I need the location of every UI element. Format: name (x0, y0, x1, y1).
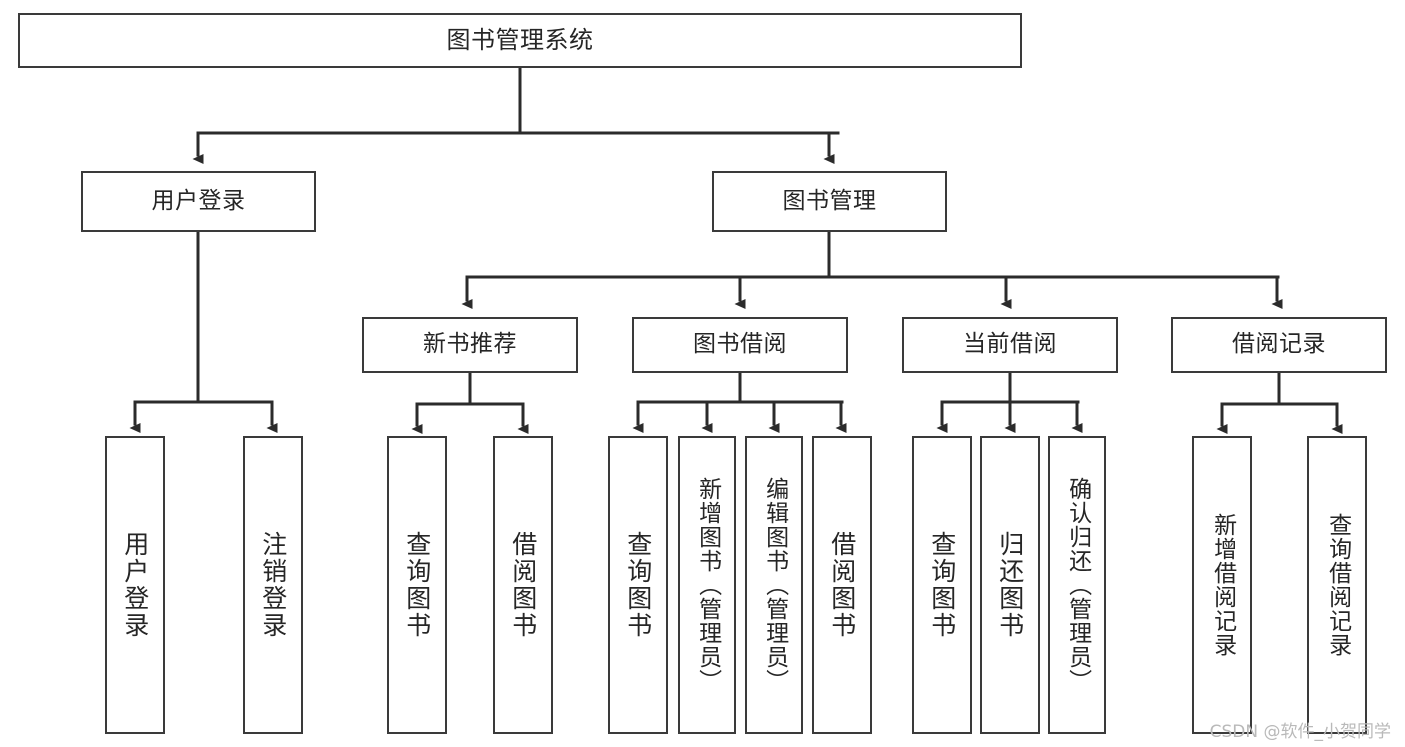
node-current-borrow[interactable]: 当前借阅 (902, 317, 1118, 373)
node-leaf-add-book[interactable]: 新增图书（管理员） (678, 436, 736, 734)
node-root-label: 图书管理系统 (446, 26, 594, 55)
node-leaf-borrow-book-1[interactable]: 借阅图书 (493, 436, 553, 734)
csdn-watermark: CSDN @软件_小贺同学 (1209, 722, 1391, 742)
node-leaf-edit-book[interactable]: 编辑图书（管理员） (745, 436, 803, 734)
node-leaf-return-book[interactable]: 归还图书 (980, 436, 1040, 734)
node-leaf-return-book-label: 归还图书 (995, 531, 1025, 639)
node-leaf-query-book-1-label: 查询图书 (402, 531, 432, 639)
node-user-login[interactable]: 用户登录 (81, 171, 316, 232)
node-root[interactable]: 图书管理系统 (18, 13, 1022, 68)
node-leaf-user-login-label: 用户登录 (120, 531, 150, 639)
node-leaf-edit-book-label: 编辑图书（管理员） (761, 477, 788, 693)
node-leaf-add-record[interactable]: 新增借阅记录 (1192, 436, 1252, 734)
node-leaf-add-book-label: 新增图书（管理员） (694, 477, 721, 693)
node-leaf-query-book-2[interactable]: 查询图书 (608, 436, 668, 734)
node-new-book-recommend[interactable]: 新书推荐 (362, 317, 578, 373)
node-leaf-logout[interactable]: 注销登录 (243, 436, 303, 734)
node-leaf-query-book-2-label: 查询图书 (623, 531, 653, 639)
node-leaf-confirm-return[interactable]: 确认归还（管理员） (1048, 436, 1106, 734)
node-current-borrow-label: 当前借阅 (963, 331, 1057, 358)
node-book-management[interactable]: 图书管理 (712, 171, 947, 232)
node-book-management-label: 图书管理 (782, 187, 877, 214)
node-leaf-logout-label: 注销登录 (258, 531, 288, 639)
node-user-login-label: 用户登录 (151, 187, 246, 214)
node-leaf-borrow-book-1-label: 借阅图书 (508, 531, 538, 639)
node-leaf-query-book-3[interactable]: 查询图书 (912, 436, 972, 734)
node-leaf-confirm-return-label: 确认归还（管理员） (1064, 477, 1091, 693)
node-leaf-user-login[interactable]: 用户登录 (105, 436, 165, 734)
node-leaf-add-record-label: 新增借阅记录 (1209, 513, 1236, 657)
node-book-borrow-label: 图书借阅 (693, 331, 787, 358)
node-leaf-borrow-book-2[interactable]: 借阅图书 (812, 436, 872, 734)
node-book-borrow[interactable]: 图书借阅 (632, 317, 848, 373)
node-borrow-record[interactable]: 借阅记录 (1171, 317, 1387, 373)
node-leaf-query-book-1[interactable]: 查询图书 (387, 436, 447, 734)
node-leaf-query-record[interactable]: 查询借阅记录 (1307, 436, 1367, 734)
node-leaf-query-record-label: 查询借阅记录 (1324, 513, 1351, 657)
node-leaf-query-book-3-label: 查询图书 (927, 531, 957, 639)
node-new-book-recommend-label: 新书推荐 (423, 331, 517, 358)
node-borrow-record-label: 借阅记录 (1232, 331, 1326, 358)
node-leaf-borrow-book-2-label: 借阅图书 (827, 531, 857, 639)
